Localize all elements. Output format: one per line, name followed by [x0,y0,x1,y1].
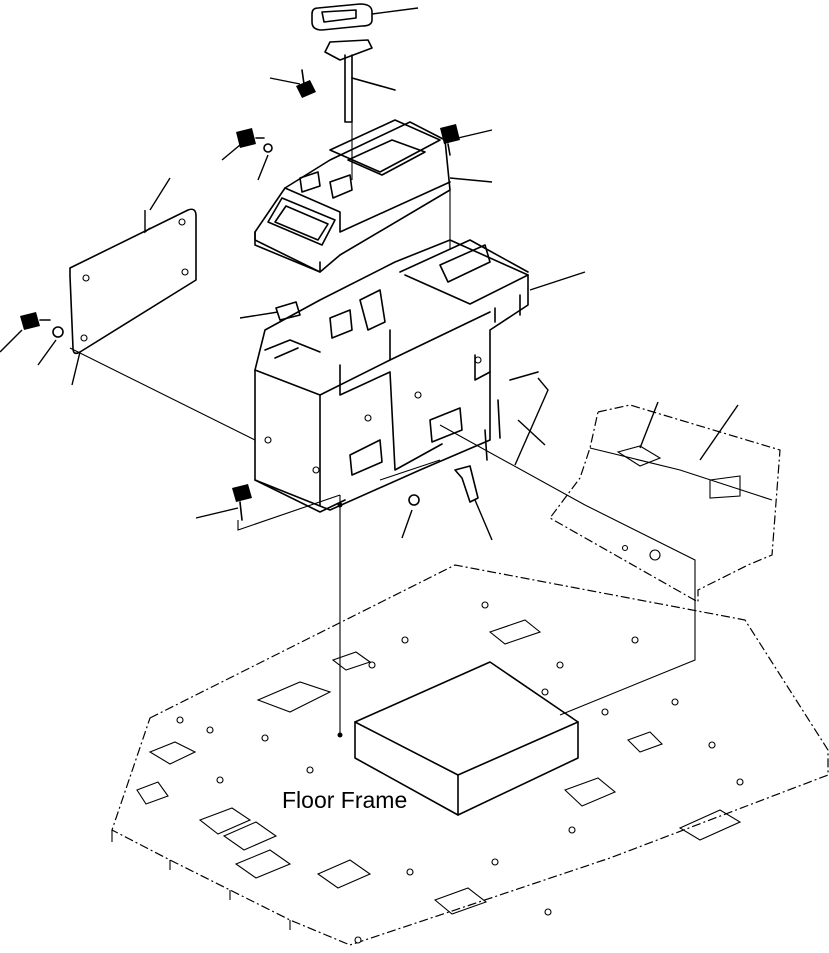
floor-frame [111,564,829,946]
fasteners [0,69,586,541]
lever-handle [311,3,419,123]
floor-mat [549,401,781,604]
upper-cover [254,119,451,273]
console-box [254,239,529,513]
alignment-lines [69,122,696,738]
floor-holes [176,601,744,944]
floor-frame-label: Floor Frame [282,787,407,813]
side-cover [69,177,197,386]
